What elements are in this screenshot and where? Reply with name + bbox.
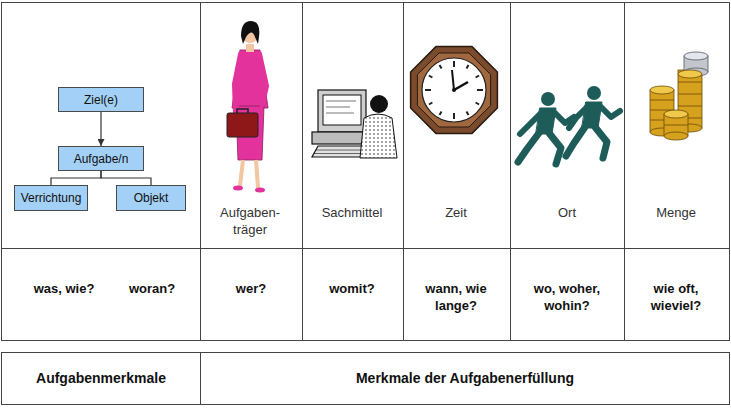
column-heading: Zeit bbox=[408, 204, 504, 221]
box-label: Objekt bbox=[134, 191, 169, 205]
tick bbox=[477, 89, 483, 91]
table-grid bbox=[2, 3, 730, 405]
box-label: Verrichtung bbox=[21, 191, 82, 205]
clock-face bbox=[422, 58, 486, 122]
runner-arm bbox=[600, 106, 620, 117]
question: womit? bbox=[307, 280, 397, 297]
coin-edge bbox=[678, 82, 702, 83]
clock-frame-inner bbox=[417, 53, 490, 127]
woman-figure bbox=[227, 21, 268, 193]
clock-center bbox=[452, 88, 456, 92]
shoe bbox=[255, 188, 265, 193]
process-box: Objekt bbox=[116, 185, 186, 211]
box-label: Ziel(e) bbox=[84, 93, 118, 107]
runner-leg bbox=[549, 133, 561, 164]
column-line bbox=[510, 3, 511, 341]
runners-figure bbox=[518, 86, 620, 164]
process-box: Ziel(e) bbox=[58, 87, 144, 112]
runner-leg bbox=[518, 133, 539, 162]
connector bbox=[51, 171, 101, 185]
footer-heading: Aufgabenmerkmale bbox=[6, 370, 196, 387]
table-border bbox=[2, 3, 730, 341]
arm bbox=[235, 54, 241, 114]
column-heading: Menge bbox=[628, 204, 724, 221]
tick bbox=[476, 103, 480, 105]
tick bbox=[453, 61, 455, 67]
briefcase-handle bbox=[237, 109, 248, 113]
computer-figure bbox=[312, 90, 397, 158]
clock-ticks bbox=[425, 61, 483, 119]
coin-edge bbox=[650, 100, 674, 101]
column-line bbox=[200, 3, 201, 341]
footer-border bbox=[2, 353, 730, 405]
process-box: Verrichtung bbox=[14, 185, 88, 211]
tick bbox=[467, 112, 469, 116]
coin bbox=[678, 70, 702, 78]
column-heading: Ort bbox=[517, 204, 617, 221]
screen bbox=[323, 95, 361, 125]
shoe bbox=[233, 186, 243, 191]
column-line bbox=[403, 3, 404, 341]
leg bbox=[256, 160, 258, 188]
coins-figure bbox=[650, 52, 708, 140]
tick bbox=[429, 103, 433, 105]
row-line bbox=[2, 248, 730, 249]
person-body bbox=[360, 114, 397, 158]
column-heading: Aufgaben- träger bbox=[212, 204, 288, 238]
tick bbox=[440, 112, 442, 116]
tick bbox=[425, 89, 431, 91]
leg bbox=[240, 160, 243, 186]
screen-line bbox=[326, 107, 350, 108]
question: was, wie? bbox=[19, 280, 109, 297]
coin-edge bbox=[678, 94, 702, 95]
question: wer? bbox=[206, 280, 296, 297]
hour-hand bbox=[454, 82, 468, 90]
column-line bbox=[624, 3, 625, 341]
column-line bbox=[200, 353, 201, 405]
neck bbox=[246, 44, 254, 52]
question: wie oft, wieviel? bbox=[640, 280, 712, 314]
person-head bbox=[370, 95, 388, 113]
column-heading: Sachmittel bbox=[304, 204, 400, 221]
coin bbox=[684, 52, 708, 60]
screen-line bbox=[326, 101, 356, 102]
screen-line bbox=[326, 113, 354, 114]
tick bbox=[453, 113, 455, 119]
clock-frame bbox=[411, 47, 498, 134]
clock-figure bbox=[411, 47, 498, 134]
tick bbox=[429, 76, 433, 78]
runner-head bbox=[541, 92, 555, 106]
tick bbox=[467, 65, 469, 69]
question: wo, woher, wohin? bbox=[525, 280, 609, 314]
runner-head bbox=[587, 86, 601, 100]
coin bbox=[664, 110, 688, 118]
briefcase bbox=[227, 113, 258, 137]
tick bbox=[440, 65, 442, 69]
process-box: Aufgabe/n bbox=[58, 146, 144, 171]
footer-heading: Merkmale der Aufgabenerfüllung bbox=[215, 370, 715, 387]
runner-leg bbox=[595, 127, 607, 158]
connector bbox=[100, 112, 101, 146]
tick bbox=[476, 76, 480, 78]
runner-leg bbox=[566, 127, 585, 156]
column-line bbox=[302, 3, 303, 341]
connector bbox=[101, 171, 151, 185]
hair bbox=[241, 21, 259, 44]
box-label: Aufgabe/n bbox=[74, 152, 129, 166]
minute-hand bbox=[452, 70, 454, 90]
coin bbox=[664, 132, 688, 140]
coin-edge bbox=[664, 125, 688, 126]
question: woran? bbox=[112, 280, 192, 297]
arm bbox=[259, 54, 266, 104]
coin bbox=[650, 86, 674, 94]
monitor bbox=[318, 90, 366, 132]
question: wann, wie lange? bbox=[420, 280, 492, 314]
coin-edge bbox=[678, 106, 702, 107]
